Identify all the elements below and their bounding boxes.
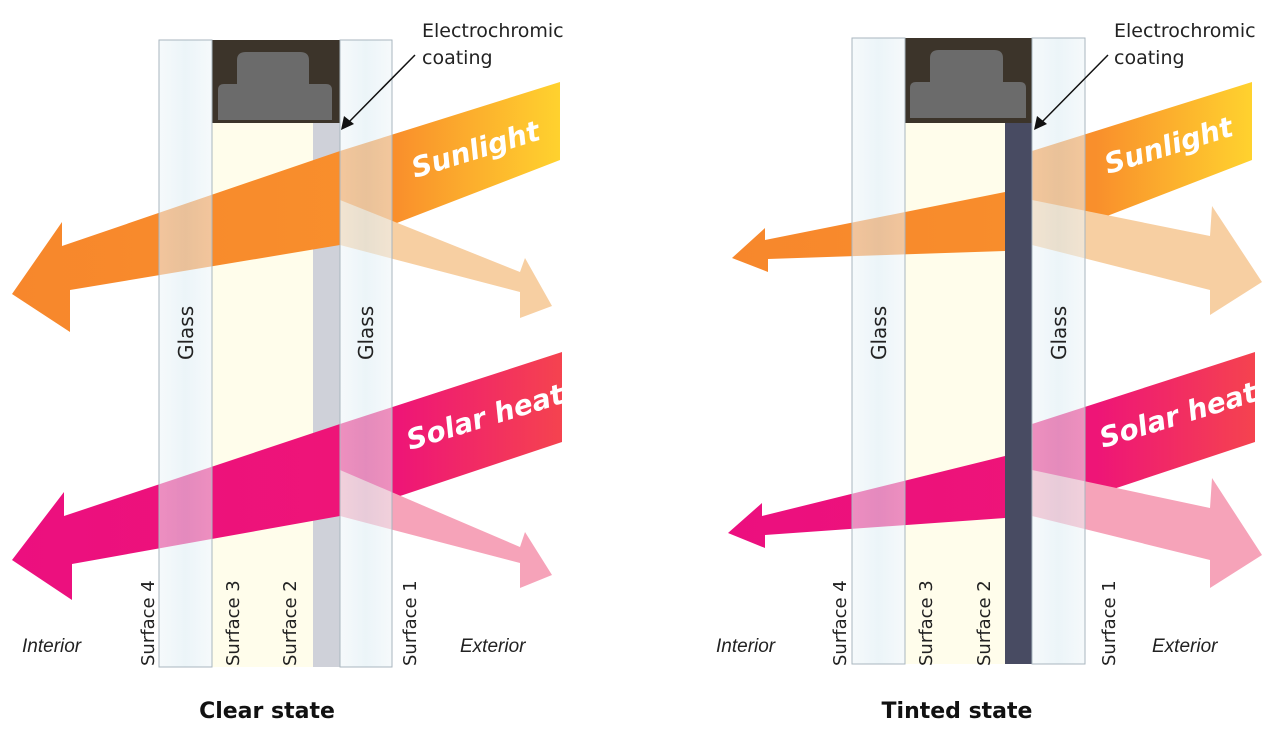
- surface-3-label: Surface 3: [916, 580, 937, 666]
- coating-callout-line: [1039, 54, 1109, 125]
- glass-pane-inner: [851, 37, 906, 665]
- surface-1-label: Surface 1: [1099, 580, 1120, 666]
- surface-1-label: Surface 1: [400, 580, 421, 666]
- coating-label-line1: Electrochromic: [1114, 20, 1256, 42]
- solar-heat-arrow: [12, 352, 562, 600]
- spacer-seal: [218, 52, 332, 120]
- glass-pane-outer: [339, 39, 393, 668]
- glass-label-inner: Glass: [867, 306, 891, 360]
- glass-label-outer: Glass: [354, 306, 378, 360]
- coating-callout-line: [346, 54, 416, 125]
- glass-pane-outer: [1031, 37, 1086, 665]
- coating-callout-arrowhead: [341, 116, 354, 130]
- surface-2-label: Surface 2: [974, 580, 995, 666]
- interior-label: Interior: [22, 636, 82, 657]
- surface-3-label: Surface 3: [223, 580, 244, 666]
- coating-callout-arrowhead: [1034, 116, 1047, 130]
- spacer-seal: [910, 50, 1026, 118]
- sunlight-reflected-arrow: [1032, 200, 1262, 315]
- state-title: Tinted state: [882, 699, 1033, 724]
- glass-pane-inner: [158, 39, 213, 668]
- glass-label-outer: Glass: [1047, 306, 1071, 360]
- clear-panel: Sunlight Solar heat Glass Glass Surface …: [12, 20, 569, 724]
- sunlight-reflected-arrow: [340, 200, 552, 318]
- solar-heat-reflected-arrow: [340, 470, 552, 588]
- exterior-label: Exterior: [1152, 636, 1218, 657]
- sunlight-arrow: [12, 82, 560, 332]
- solar-heat-reflected-arrow: [1032, 470, 1262, 588]
- surface-4-label: Surface 4: [138, 580, 159, 666]
- coating-label-line2: coating: [1114, 47, 1185, 69]
- state-title: Clear state: [199, 699, 335, 724]
- surface-2-label: Surface 2: [280, 580, 301, 666]
- surface-4-label: Surface 4: [830, 580, 851, 666]
- interior-label: Interior: [716, 636, 776, 657]
- coating-label-line2: coating: [422, 47, 493, 69]
- exterior-label: Exterior: [460, 636, 526, 657]
- glass-label-inner: Glass: [174, 306, 198, 360]
- coating-label-line1: Electrochromic: [422, 20, 564, 42]
- tinted-panel: Sunlight Solar heat Glass Glass Surface …: [716, 20, 1262, 724]
- electrochromic-layer: [1005, 122, 1032, 664]
